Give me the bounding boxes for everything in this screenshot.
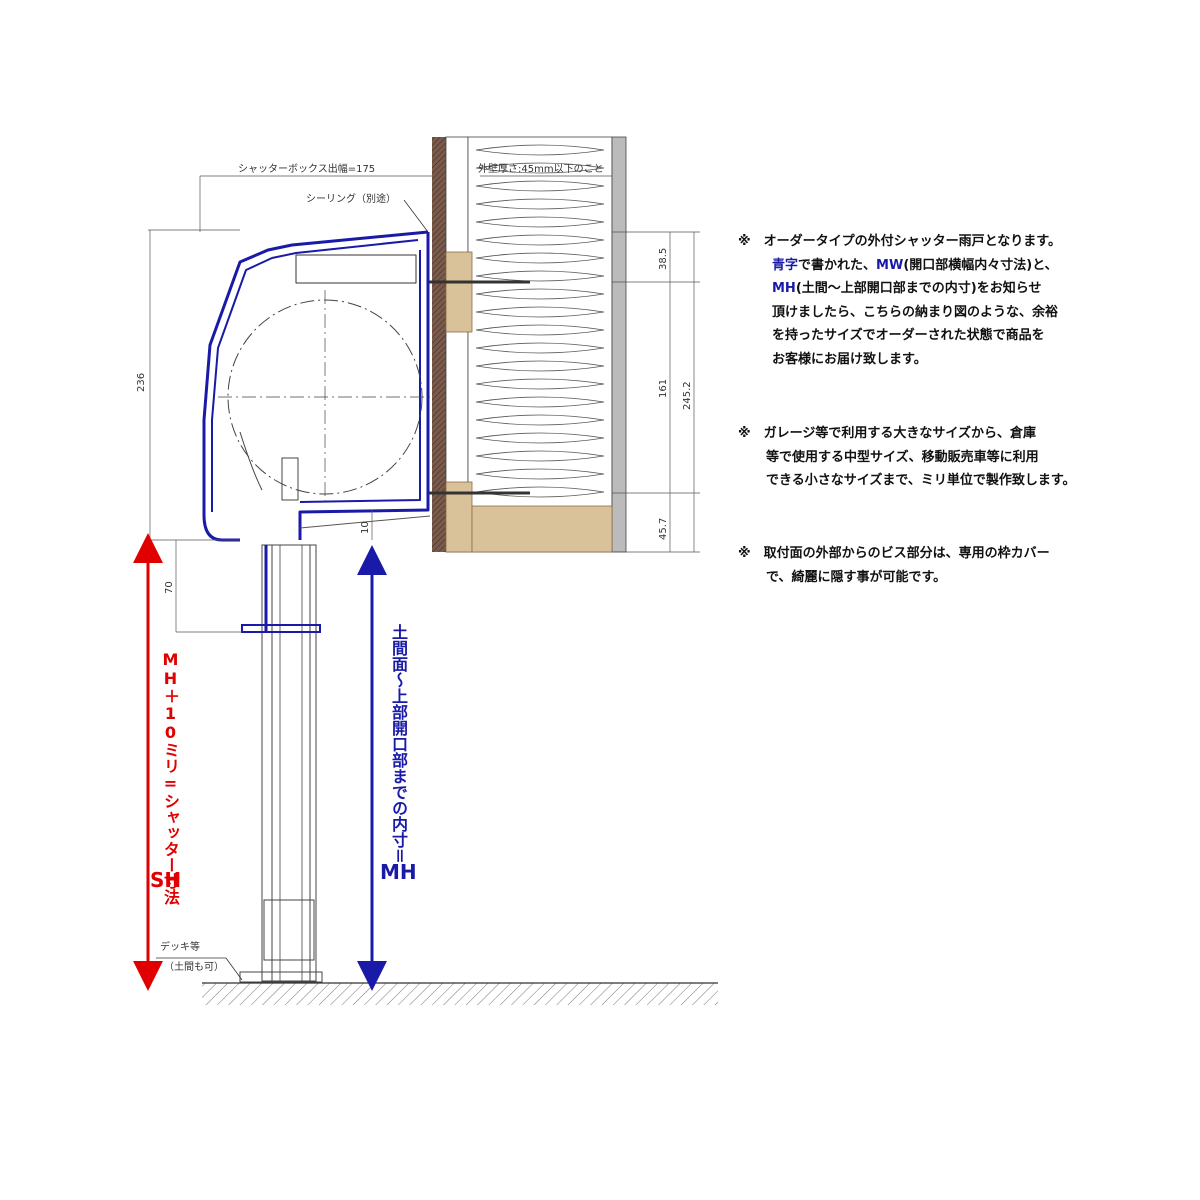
note3-line2: で、綺麗に隠す事が可能です。 [766,569,947,585]
insulation-wave [475,468,605,480]
note1-mw: MW [876,257,904,273]
shutter-box [202,230,432,542]
note2-line2: 等で使用する中型サイズ、移動販売車等に利用 [766,449,1039,465]
dim-236: 236 [136,373,147,392]
insulation-wave [475,234,605,246]
insulation-wave [475,414,605,426]
deck-sub-label: （土間も可） [164,960,224,973]
note3-line1: ※ 取付面の外部からのビス部分は、専用の枠カバー [738,546,1050,561]
insulation-wave [475,162,605,174]
insulation-wave [475,378,605,390]
note1-line2-d: (開口部横幅内々寸法)と、 [903,257,1058,273]
mh-big-label: MH [380,860,417,884]
note1-line5: を持ったサイズでオーダーされた状態で商品を [772,328,1045,343]
insulation-wave [475,306,605,318]
note1-line2-b: で書かれた、 [798,257,877,273]
insulation-wave [475,252,605,264]
note1-line6: お客様にお届け致します。 [772,351,927,367]
dim-70: 70 [164,581,175,594]
insulation-wave [475,198,605,210]
dim-38-5: 38.5 [658,248,669,270]
note1-line3-b: (土間～上部開口部までの内寸)をお知らせ [795,281,1042,296]
insulation-wave [475,180,605,192]
sh-big-label: SH [150,868,182,892]
note1-line4: 頂けましたら、こちらの納まり図のような、余裕 [772,304,1059,320]
insulation-wave [475,396,605,408]
note-screw-cover: ※ 取付面の外部からのビス部分は、専用の枠カバー で、綺麗に隠す事が可能です。 [738,542,1178,589]
insulation-wave [475,342,605,354]
dim-161: 161 [658,379,669,398]
insulation-wave [475,432,605,444]
note1-line3: MH(土間～上部開口部までの内寸)をお知らせ [738,277,1178,301]
insulation-wave [475,270,605,282]
insulation-wave [475,144,605,156]
note2-line3: できる小さなサイズまで、ミリ単位で製作致します。 [766,473,1076,488]
wall-section [428,136,627,553]
note1-mh: MH [772,281,796,296]
insulation-wave [475,324,605,336]
note-order-type: ※ オーダータイプの外付シャッター雨戸となります。 青字で書かれた、MW(開口部… [738,230,1178,371]
insulation-wave [475,360,605,372]
note2-line1: ※ ガレージ等で利用する大きなサイズから、倉庫 [738,426,1036,441]
wall-thickness-label: 外壁厚さ:45mm以下のこと [478,162,604,175]
insulation-wave [475,450,605,462]
sh-text: MH＋10ミリ=シャッター寸法 [161,650,180,905]
note-sizes: ※ ガレージ等で利用する大きなサイズから、倉庫 等で使用する中型サイズ、移動販売… [738,422,1178,493]
dim-45-7: 45.7 [658,518,669,540]
dimension-lines [148,175,700,633]
dim-10: 10 [360,521,371,534]
guide-rail [239,544,323,983]
sealing-label: シーリング（別途） [306,192,396,205]
note1-line1: ※ オーダータイプの外付シャッター雨戸となります。 [738,234,1061,249]
ground [202,982,718,1005]
note1-line2: 青字で書かれた、MW(開口部横幅内々寸法)と、 [738,254,1178,278]
note1-blue-text: 青字 [772,257,799,273]
deck-label: デッキ等 [160,940,200,953]
leader-lines [156,199,429,981]
insulation-wave [475,288,605,300]
box-width-label: シャッターボックス出幅=175 [238,162,375,175]
dim-245-2: 245.2 [682,381,693,410]
mh-text: 土間面～上部開口部までの内寸＝ [389,624,408,864]
insulation-wave [475,216,605,228]
